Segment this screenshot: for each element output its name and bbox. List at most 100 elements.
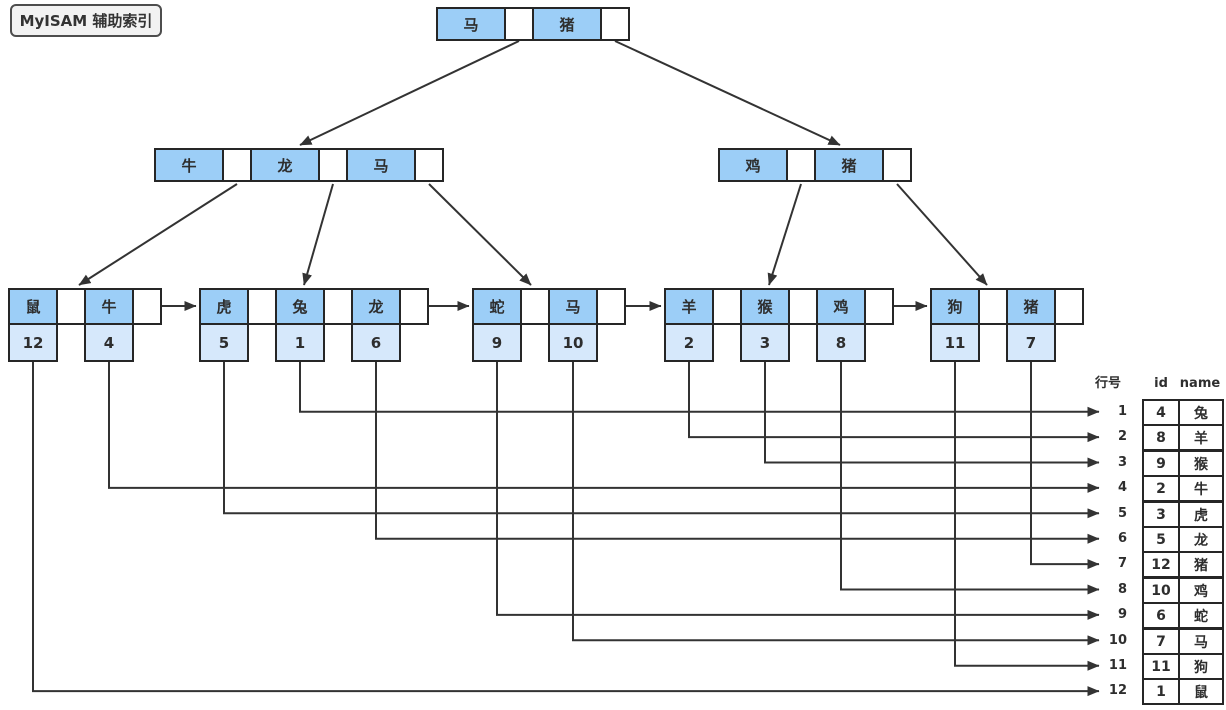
table-row-number: 8 bbox=[1117, 582, 1127, 597]
table-id-cell: 12 bbox=[1142, 551, 1180, 578]
table-row-number: 7 bbox=[1117, 556, 1127, 571]
leaf-key-cell: 猪 bbox=[1006, 288, 1056, 325]
table-row-number: 4 bbox=[1117, 480, 1127, 495]
leaf-pointer-cell bbox=[132, 288, 162, 325]
leaf-key-cell: 狗 bbox=[930, 288, 980, 325]
leaf-row-pointer-cell: 12 bbox=[8, 323, 58, 362]
root-node-key-cell: 马 bbox=[436, 7, 506, 41]
row-pointer-arrow bbox=[108, 360, 1100, 493]
row-pointer-arrow bbox=[375, 360, 1100, 544]
row-pointer-arrow bbox=[1030, 360, 1100, 570]
leaf-row-pointer-cell: 4 bbox=[84, 323, 134, 362]
table-id-cell: 10 bbox=[1142, 577, 1180, 604]
leaf-row-pointer-cell: 1 bbox=[275, 323, 325, 362]
internal-node-left-key-cell: 龙 bbox=[250, 148, 320, 182]
leaf-pointer-cell bbox=[712, 288, 742, 325]
table-id-cell: 1 bbox=[1142, 678, 1180, 705]
row-pointer-arrow bbox=[840, 360, 1100, 595]
leaf-key-cell: 牛 bbox=[84, 288, 134, 325]
table-header-rownum: 行号 bbox=[1094, 376, 1121, 391]
table-id-cell: 11 bbox=[1142, 653, 1180, 680]
row-pointer-arrow bbox=[688, 360, 1100, 443]
diagram-title-badge: MyISAM 辅助索引 bbox=[10, 4, 162, 37]
tree-edge-arrow bbox=[428, 183, 532, 286]
tree-edge-arrow bbox=[302, 183, 334, 286]
leaf-row-pointer-cell: 10 bbox=[548, 323, 598, 362]
leaf-pointer-cell bbox=[978, 288, 1008, 325]
table-id-cell: 5 bbox=[1142, 526, 1180, 553]
table-row-number: 6 bbox=[1117, 531, 1127, 546]
table-name-cell: 蛇 bbox=[1178, 602, 1224, 629]
leaf-row-pointer-cell: 9 bbox=[472, 323, 522, 362]
tree-edge-arrow bbox=[896, 183, 988, 286]
row-pointer-arrow bbox=[32, 360, 1100, 697]
internal-node-right-key-cell: 鸡 bbox=[718, 148, 788, 182]
table-id-cell: 8 bbox=[1142, 424, 1180, 451]
table-id-cell: 6 bbox=[1142, 602, 1180, 629]
leaf-pointer-cell bbox=[864, 288, 894, 325]
row-pointer-arrow bbox=[496, 360, 1100, 620]
tree-edge-arrow bbox=[299, 40, 520, 146]
table-name-cell: 猴 bbox=[1178, 450, 1224, 477]
leaf-pointer-cell bbox=[788, 288, 818, 325]
table-row-number: 3 bbox=[1117, 455, 1127, 470]
root-node-pointer-cell bbox=[600, 7, 630, 41]
leaf-key-cell: 虎 bbox=[199, 288, 249, 325]
leaf-key-cell: 马 bbox=[548, 288, 598, 325]
table-name-cell: 鸡 bbox=[1178, 577, 1224, 604]
leaf-pointer-cell bbox=[520, 288, 550, 325]
table-row-number: 1 bbox=[1117, 404, 1127, 419]
internal-node-left-key-cell: 牛 bbox=[154, 148, 224, 182]
leaf-key-cell: 鸡 bbox=[816, 288, 866, 325]
table-header-name: name bbox=[1179, 376, 1221, 391]
internal-node-right-pointer-cell bbox=[786, 148, 816, 182]
table-name-cell: 龙 bbox=[1178, 526, 1224, 553]
leaf-key-cell: 兔 bbox=[275, 288, 325, 325]
internal-node-right-pointer-cell bbox=[882, 148, 912, 182]
table-row-number: 9 bbox=[1117, 607, 1127, 622]
table-name-cell: 牛 bbox=[1178, 475, 1224, 502]
row-pointer-arrow bbox=[954, 360, 1100, 671]
leaf-row-pointer-cell: 8 bbox=[816, 323, 866, 362]
table-row-number: 10 bbox=[1108, 633, 1127, 648]
table-row-number: 12 bbox=[1108, 683, 1127, 698]
leaf-key-cell: 鼠 bbox=[8, 288, 58, 325]
table-row-number: 5 bbox=[1117, 506, 1127, 521]
leaf-pointer-cell bbox=[56, 288, 86, 325]
table-name-cell: 狗 bbox=[1178, 653, 1224, 680]
leaf-pointer-cell bbox=[1054, 288, 1084, 325]
leaf-row-pointer-cell: 7 bbox=[1006, 323, 1056, 362]
leaf-pointer-cell bbox=[399, 288, 429, 325]
leaf-row-pointer-cell: 11 bbox=[930, 323, 980, 362]
tree-edge-arrow bbox=[614, 40, 841, 146]
table-row-number: 2 bbox=[1117, 429, 1127, 444]
internal-node-left-key-cell: 马 bbox=[346, 148, 416, 182]
leaf-key-cell: 蛇 bbox=[472, 288, 522, 325]
table-name-cell: 兔 bbox=[1178, 399, 1224, 426]
table-row-number: 11 bbox=[1108, 658, 1127, 673]
table-id-cell: 3 bbox=[1142, 501, 1180, 528]
table-header-id: id bbox=[1154, 376, 1168, 391]
leaf-row-pointer-cell: 6 bbox=[351, 323, 401, 362]
leaf-pointer-cell bbox=[247, 288, 277, 325]
row-pointer-arrow bbox=[299, 360, 1100, 417]
root-node-key-cell: 猪 bbox=[532, 7, 602, 41]
leaf-row-pointer-cell: 2 bbox=[664, 323, 714, 362]
leaf-key-cell: 猴 bbox=[740, 288, 790, 325]
table-id-cell: 9 bbox=[1142, 450, 1180, 477]
root-node-pointer-cell bbox=[504, 7, 534, 41]
table-name-cell: 羊 bbox=[1178, 424, 1224, 451]
leaf-row-pointer-cell: 3 bbox=[740, 323, 790, 362]
table-name-cell: 猪 bbox=[1178, 551, 1224, 578]
table-id-cell: 7 bbox=[1142, 628, 1180, 655]
leaf-key-cell: 羊 bbox=[664, 288, 714, 325]
table-id-cell: 2 bbox=[1142, 475, 1180, 502]
internal-node-left-pointer-cell bbox=[414, 148, 444, 182]
internal-node-left-pointer-cell bbox=[222, 148, 252, 182]
tree-edge-arrow bbox=[767, 183, 802, 286]
leaf-pointer-cell bbox=[323, 288, 353, 325]
table-id-cell: 4 bbox=[1142, 399, 1180, 426]
leaf-row-pointer-cell: 5 bbox=[199, 323, 249, 362]
